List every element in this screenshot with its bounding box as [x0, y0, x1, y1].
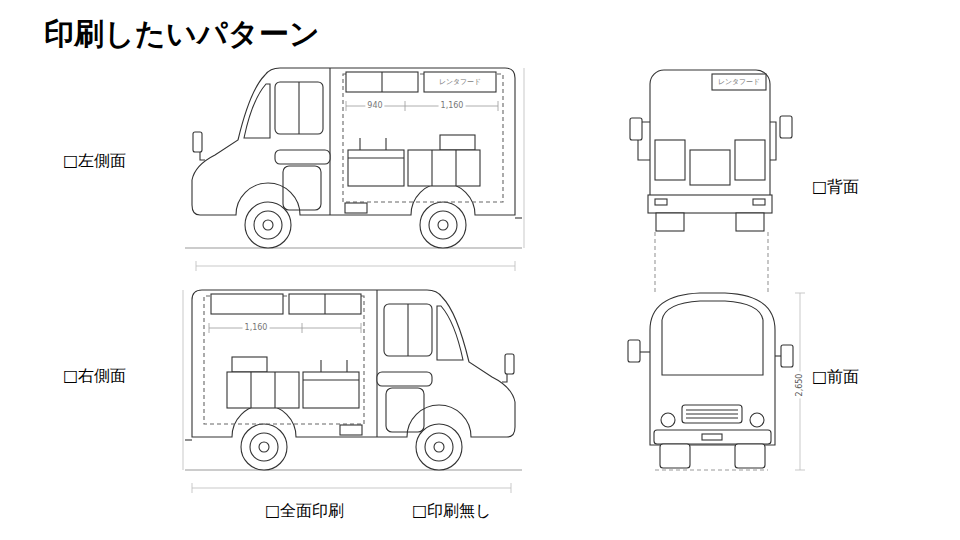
sign-text: レンタフード [718, 78, 760, 86]
checkbox-option: □前面 [812, 368, 859, 386]
checkbox-option: □右側面 [63, 367, 126, 385]
right-side-view [183, 290, 522, 493]
back-view [630, 70, 792, 293]
checkbox-option: □背面 [812, 178, 859, 196]
line-art [655, 469, 768, 470]
line-art [656, 213, 684, 231]
line-art [781, 345, 793, 367]
front-view [628, 293, 805, 470]
line-art [735, 140, 765, 180]
line-art [686, 409, 738, 410]
line-art [690, 150, 730, 185]
line-art [682, 405, 742, 423]
left-side-view [185, 68, 524, 271]
line-art [770, 122, 776, 160]
line-art [736, 213, 764, 231]
line-art [735, 444, 765, 468]
line-art [660, 444, 690, 468]
line-art [640, 351, 650, 352]
line-art [753, 199, 765, 205]
line-art [795, 293, 805, 294]
line-art [775, 355, 781, 356]
line-art [662, 301, 763, 375]
line-art [630, 118, 642, 140]
line-art [712, 74, 766, 90]
checkbox-option: □全面印刷 [265, 502, 344, 520]
sign-text: レンタフード [439, 78, 481, 86]
line-art [655, 140, 685, 180]
page-title: 印刷したいパターン [44, 16, 320, 52]
line-art [650, 70, 770, 210]
line-art [702, 434, 722, 440]
line-art [650, 293, 775, 445]
line-art [661, 413, 675, 427]
line-art [648, 195, 772, 213]
line-art [780, 116, 792, 138]
line-art [767, 232, 768, 293]
line-art [750, 413, 764, 427]
dimension: 940 [365, 101, 384, 110]
checkbox-option: □印刷無し [412, 502, 491, 520]
line-art [795, 470, 805, 471]
dimension: 2,650 [795, 372, 804, 399]
checkbox-option: □左側面 [63, 152, 126, 170]
line-art [654, 430, 771, 444]
dimension: 1,160 [439, 101, 466, 110]
line-art [628, 340, 640, 362]
dimension: 1,160 [243, 323, 270, 332]
line-art [686, 413, 738, 414]
line-art [655, 199, 667, 205]
line-art [654, 232, 655, 293]
line-art [686, 417, 738, 418]
